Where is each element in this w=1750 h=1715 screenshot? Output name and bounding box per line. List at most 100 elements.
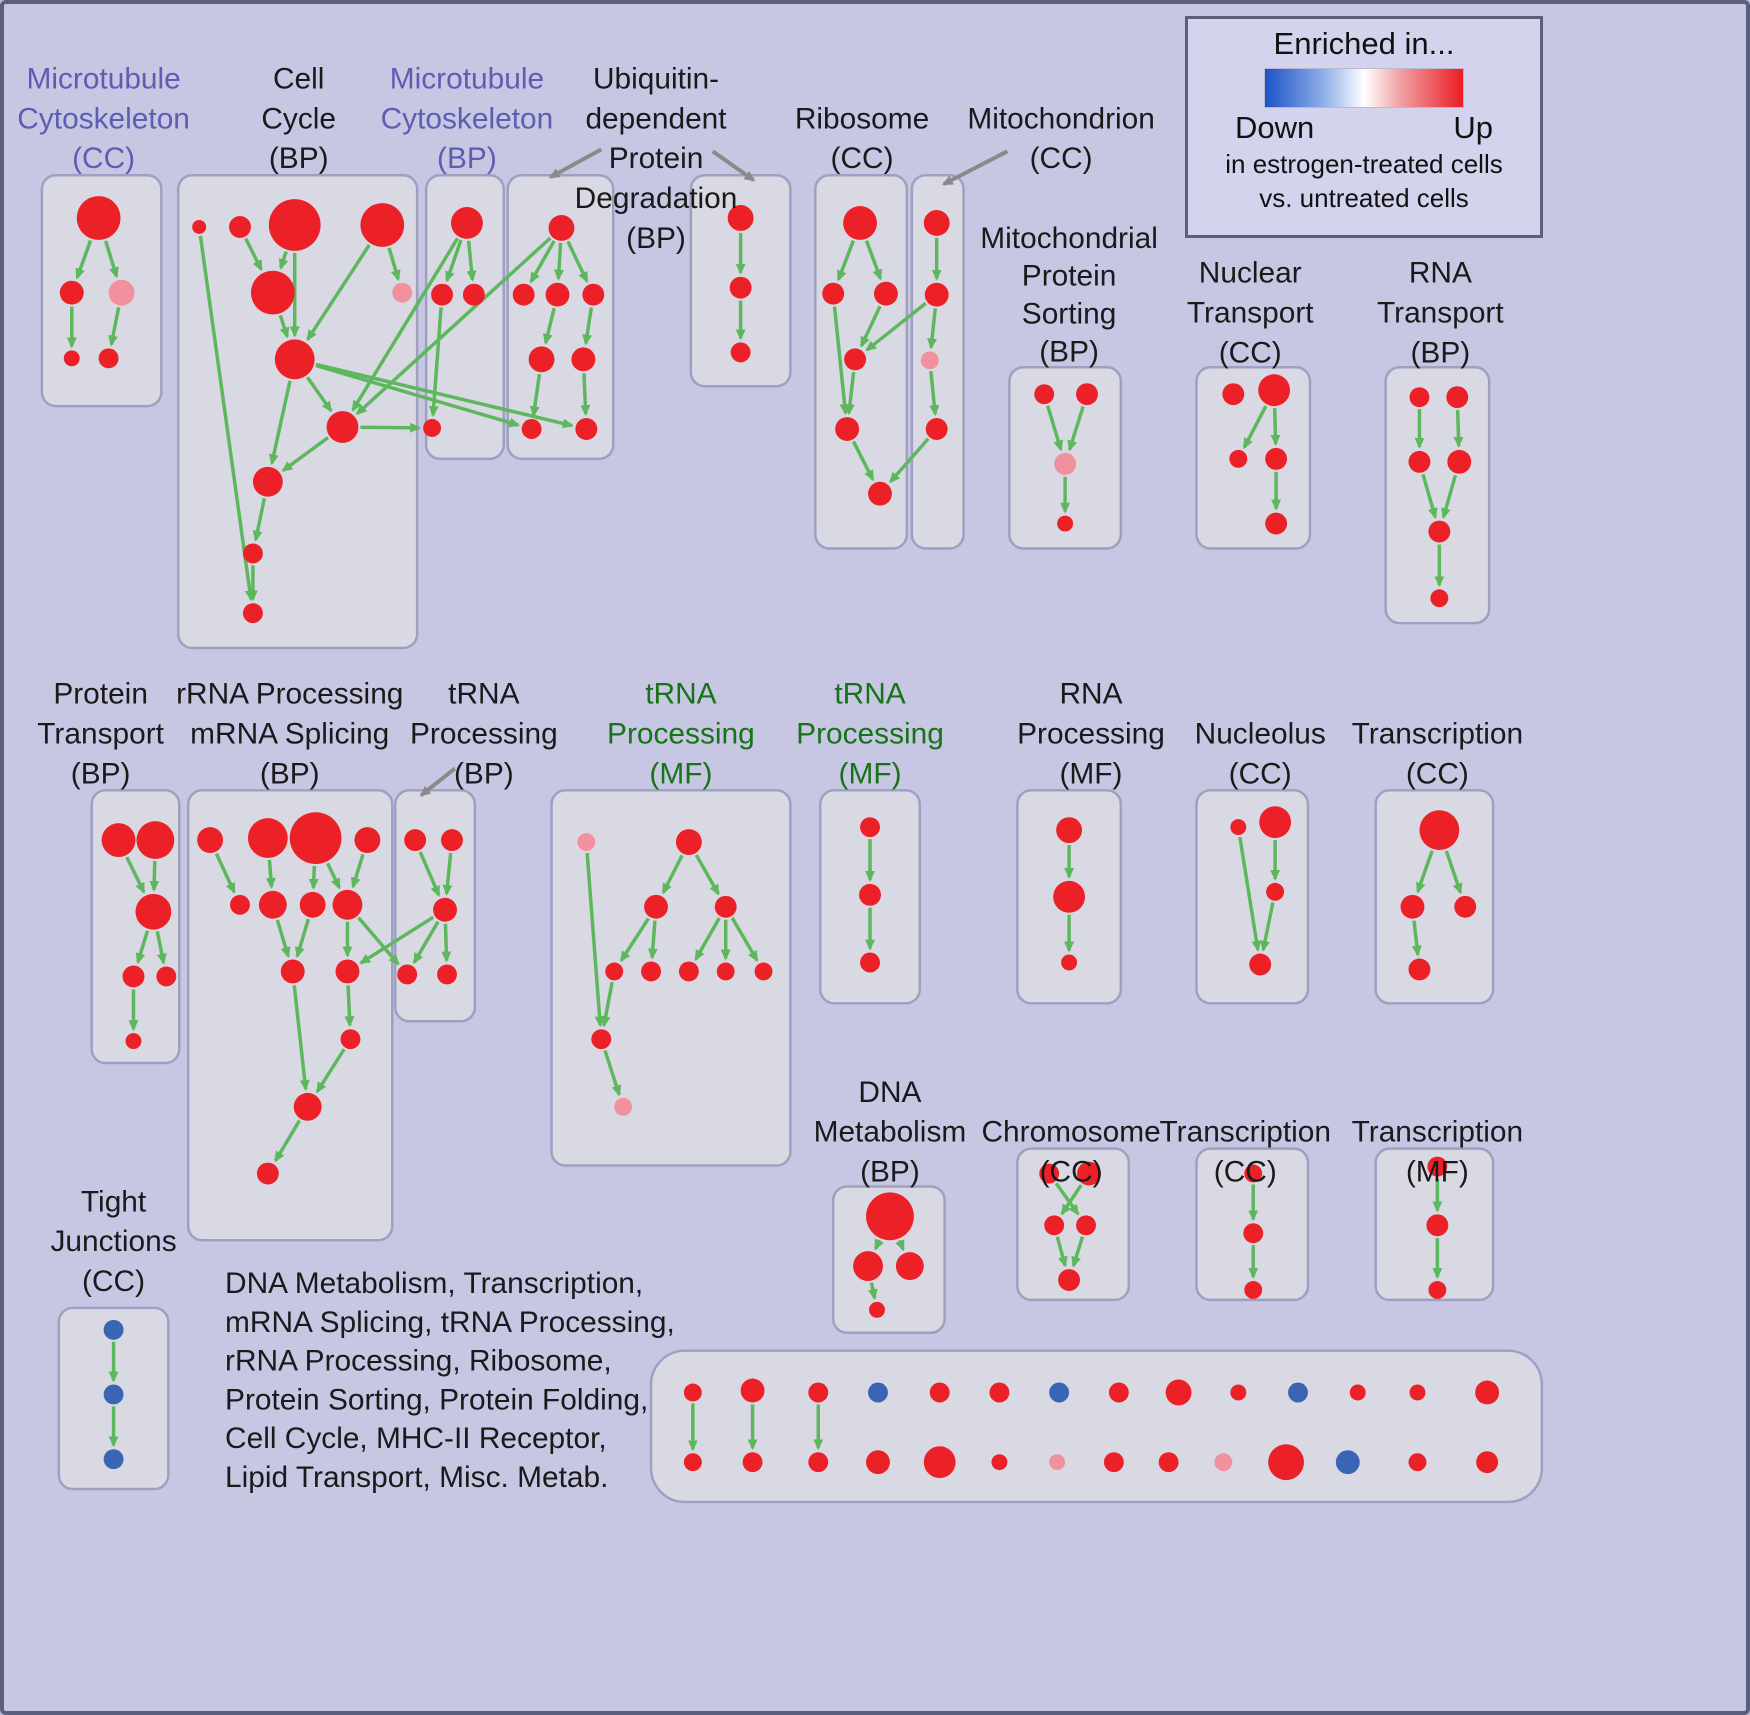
edge-arrow: [315, 363, 521, 428]
go-term-node: [1243, 1223, 1264, 1244]
group-box-microtubule-cytoskeleton-cc: [40, 173, 163, 408]
go-term-node: [683, 1453, 702, 1472]
edge-arrow: [694, 917, 721, 962]
go-term-node: [299, 891, 326, 918]
go-term-node: [462, 283, 485, 306]
edge-arrow: [1416, 850, 1434, 894]
edge-arrow: [357, 916, 400, 966]
edge-arrow: [244, 237, 263, 272]
go-term-node: [1409, 387, 1430, 408]
go-term-node: [716, 962, 735, 981]
go-term-node: [521, 419, 542, 439]
edge-arrow: [360, 422, 422, 433]
go-term-node: [866, 1450, 890, 1475]
edge-arrow: [851, 440, 875, 482]
go-term-node: [332, 889, 363, 920]
go-term-node: [397, 964, 418, 985]
edge-arrow: [466, 240, 477, 282]
go-term-node: [924, 282, 949, 307]
edge-arrow: [295, 918, 311, 959]
go-term-node: [1158, 1452, 1179, 1473]
label-transcription-cc: Transcription(CC): [1352, 718, 1523, 791]
go-term-node: [63, 350, 80, 367]
go-term-node: [1258, 374, 1291, 407]
go-term-node: [335, 959, 360, 984]
edge-arrow: [281, 436, 330, 472]
edge-arrow: [214, 852, 236, 894]
edge-arrow: [350, 853, 365, 889]
edge-arrow: [108, 306, 121, 347]
go-term-node: [59, 280, 84, 305]
legend-title: Enriched in...: [1273, 26, 1455, 61]
go-term-node: [920, 351, 939, 370]
go-term-node: [727, 205, 754, 231]
edge-arrow: [308, 865, 319, 890]
annotation-arrow: [419, 766, 457, 797]
go-term-node: [293, 1092, 322, 1121]
go-term-node: [108, 279, 135, 306]
go-term-node: [98, 348, 119, 369]
legend-down-label: Down: [1235, 110, 1315, 145]
go-term-node: [1076, 1215, 1096, 1236]
edge-arrow: [566, 240, 589, 283]
go-term-node: [1268, 1444, 1304, 1481]
edge-arrow: [278, 314, 290, 339]
go-term-node: [1229, 449, 1248, 468]
go-term-node: [874, 281, 898, 306]
edge-arrow: [529, 373, 542, 418]
edge-arrow: [1071, 1236, 1085, 1268]
legend-gradient-bar: [1264, 68, 1464, 108]
go-term-node: [835, 417, 860, 441]
edge-arrow: [585, 852, 605, 1028]
go-term-node: [822, 282, 845, 305]
go-term-node: [360, 203, 405, 247]
go-term-node: [1057, 515, 1074, 532]
go-term-node: [729, 276, 752, 299]
go-term-node: [1288, 1382, 1308, 1403]
go-term-node: [1408, 450, 1431, 473]
go-term-node: [675, 829, 702, 856]
go-term-node: [433, 897, 457, 922]
go-term-node: [268, 199, 321, 251]
edge-arrow: [315, 1048, 346, 1094]
go-term-node: [868, 1382, 888, 1403]
go-term-node: [1408, 958, 1431, 981]
go-term-node: [1265, 512, 1288, 535]
go-term-node: [450, 207, 483, 239]
group-box-cell-cycle-bp: [177, 173, 419, 650]
group-box-dna-metabolism-bp: [831, 1185, 946, 1335]
go-term-node: [1446, 386, 1469, 409]
go-term-node: [740, 1378, 765, 1403]
go-term-node: [1349, 1384, 1366, 1401]
edge-arrow: [874, 1238, 884, 1251]
go-term-node: [714, 895, 737, 918]
go-term-node: [1165, 1379, 1192, 1406]
edge-arrow: [355, 236, 552, 415]
edge-arrow: [198, 235, 255, 602]
go-term-node: [1222, 383, 1245, 406]
edge-arrow: [268, 380, 292, 466]
group-box-misc-group: [649, 1349, 1544, 1504]
go-term-node: [252, 466, 283, 497]
go-term-node: [1061, 954, 1078, 971]
go-term-node: [437, 964, 457, 985]
go-term-node: [678, 961, 699, 982]
edge-arrow: [125, 856, 146, 894]
go-term-node: [101, 823, 136, 858]
go-term-node: [250, 270, 295, 315]
go-term-node: [1077, 1161, 1101, 1186]
go-term-node: [641, 961, 662, 982]
go-term-node: [923, 210, 950, 236]
go-term-node: [441, 829, 463, 852]
edge-arrow: [582, 307, 594, 346]
go-term-node: [614, 1097, 633, 1116]
go-term-node: [730, 342, 751, 363]
